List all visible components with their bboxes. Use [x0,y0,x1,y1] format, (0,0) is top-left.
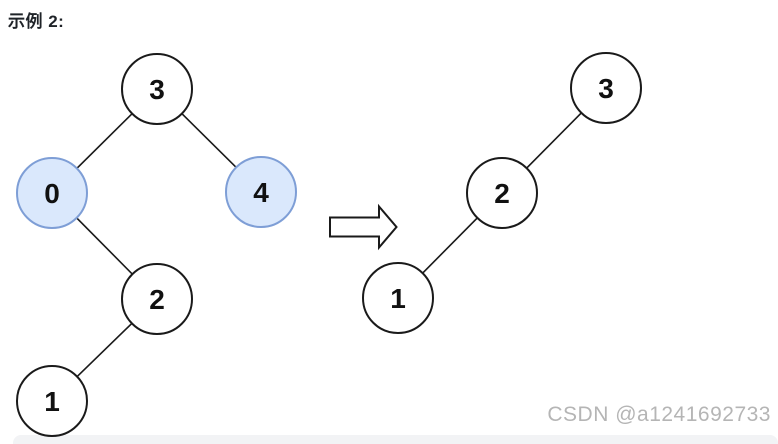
tree-node [466,157,538,229]
transform-arrow-icon [329,203,398,251]
watermark: CSDN @a1241692733 [547,403,771,426]
tree-node-label: 1 [44,386,60,417]
tree-node [16,157,88,229]
tree-node-label: 3 [598,73,614,104]
tree-node-label: 2 [494,178,510,209]
code-block-top-edge [13,435,778,444]
example-title: 示例 2: [8,12,65,31]
tree-node-label: 4 [253,177,269,208]
tree-node [16,365,88,437]
tree-node [570,52,642,124]
tree-node [225,156,297,228]
tree-node-label: 3 [149,74,165,105]
tree-node [362,262,434,334]
tree-node-label: 2 [149,284,165,315]
tree-node-label: 1 [390,283,406,314]
tree-node-label: 0 [44,178,60,209]
tree-node [121,53,193,125]
tree-node [121,263,193,335]
